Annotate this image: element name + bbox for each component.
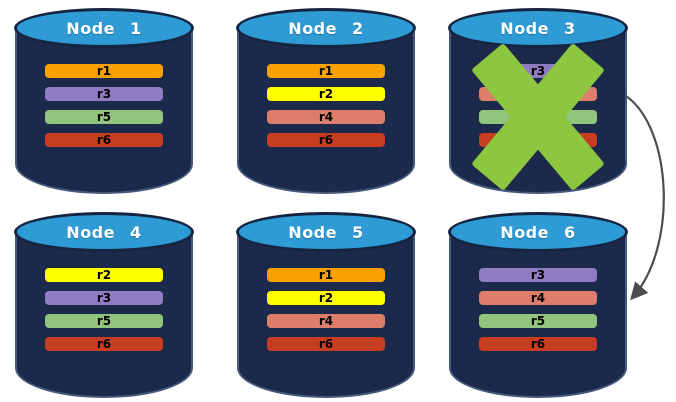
node-title: Node 2 [288, 18, 364, 38]
replica-label: r5 [530, 314, 546, 328]
cylinder-top: Node 3 [448, 8, 628, 48]
failover-arrow-path [625, 95, 665, 301]
replica-label: r4 [318, 314, 334, 328]
replica-label: r3 [530, 64, 546, 78]
replica-bar: r4 [479, 291, 597, 305]
replica-bar: r2 [267, 87, 385, 101]
node-title: Node 3 [500, 18, 576, 38]
replica-list: r1 r2 r4 r6 [267, 268, 385, 360]
cylinder-top: Node 5 [236, 212, 416, 252]
replica-label: r6 [318, 133, 334, 147]
replica-bar: r6 [45, 337, 163, 351]
replica-bar: r5 [479, 314, 597, 328]
replica-bar: r3 [479, 64, 597, 78]
replica-label: r6 [96, 133, 112, 147]
replica-label: r4 [530, 87, 546, 101]
replica-bar: r1 [267, 268, 385, 282]
replica-bar: r5 [45, 314, 163, 328]
replica-label: r3 [96, 87, 112, 101]
replica-label: r5 [96, 314, 112, 328]
node-title: Node 5 [288, 222, 364, 242]
replica-bar: r2 [267, 291, 385, 305]
node-6: Node 6 r3 r4 r5 r6 [448, 212, 628, 398]
replica-list: r1 r3 r5 r6 [45, 64, 163, 156]
node-2: Node 2 r1 r2 r4 r6 [236, 8, 416, 194]
replica-bar: r4 [479, 87, 597, 101]
node-5: Node 5 r1 r2 r4 r6 [236, 212, 416, 398]
node-title: Node 4 [66, 222, 142, 242]
replica-list: r2 r3 r5 r6 [45, 268, 163, 360]
replica-label: r2 [318, 87, 334, 101]
replica-bar: r6 [45, 133, 163, 147]
replica-label: r2 [96, 268, 112, 282]
replica-bar: r6 [267, 133, 385, 147]
replica-label: r6 [96, 337, 112, 351]
replica-bar: r3 [45, 291, 163, 305]
cylinder-top: Node 6 [448, 212, 628, 252]
replica-label: r6 [318, 337, 334, 351]
replica-label: r1 [96, 64, 112, 78]
node-title: Node 6 [500, 222, 576, 242]
node-4: Node 4 r2 r3 r5 r6 [14, 212, 194, 398]
replica-label: r3 [530, 268, 546, 282]
node-1: Node 1 r1 r3 r5 r6 [14, 8, 194, 194]
replica-list: r3 r4 r5 r6 [479, 268, 597, 360]
replica-bar: r1 [45, 64, 163, 78]
replica-label: r4 [318, 110, 334, 124]
replica-bar: r5 [45, 110, 163, 124]
node-title: Node 1 [66, 18, 142, 38]
replica-bar: r5 [479, 110, 597, 124]
replica-bar: r6 [479, 337, 597, 351]
replica-bar: r4 [267, 314, 385, 328]
replica-label: r1 [318, 64, 334, 78]
cylinder-top: Node 1 [14, 8, 194, 48]
replica-bar: r3 [479, 268, 597, 282]
node-3: Node 3 r3 r4 r5 r6 [448, 8, 628, 194]
replica-bar: r4 [267, 110, 385, 124]
replica-list: r1 r2 r4 r6 [267, 64, 385, 156]
replica-label: r6 [530, 337, 546, 351]
cylinder-top: Node 4 [14, 212, 194, 252]
replica-bar: r1 [267, 64, 385, 78]
replica-label: r5 [530, 110, 546, 124]
replica-bar: r6 [267, 337, 385, 351]
replica-label: r6 [530, 133, 546, 147]
replica-bar: r6 [479, 133, 597, 147]
cylinder-top: Node 2 [236, 8, 416, 48]
replica-label: r4 [530, 291, 546, 305]
replica-label: r1 [318, 268, 334, 282]
replica-list: r3 r4 r5 r6 [479, 64, 597, 156]
replica-bar: r3 [45, 87, 163, 101]
replica-label: r5 [96, 110, 112, 124]
replica-label: r3 [96, 291, 112, 305]
replica-bar: r2 [45, 268, 163, 282]
replica-label: r2 [318, 291, 334, 305]
